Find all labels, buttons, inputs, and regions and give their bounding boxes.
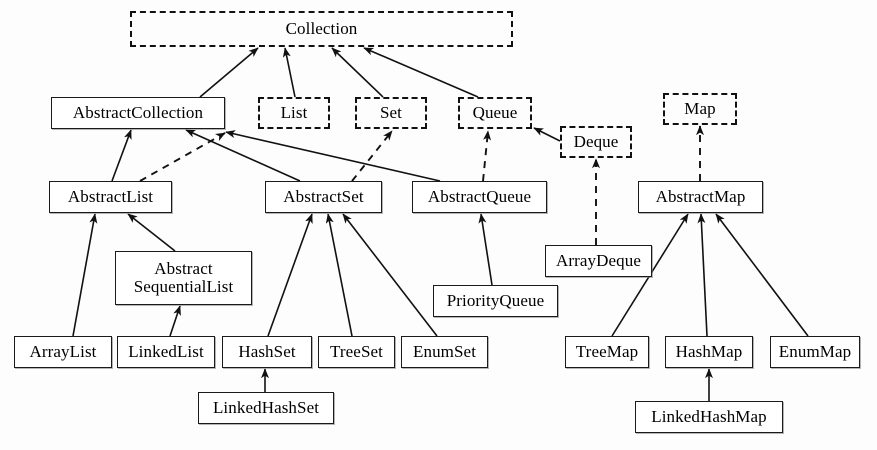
node-array-list[interactable]: ArrayList (14, 336, 112, 368)
node-label-hash-set: HashSet (238, 341, 296, 361)
node-label-abstract-queue: AbstractQueue (427, 186, 532, 206)
node-abstract-map[interactable]: AbstractMap (638, 181, 763, 213)
node-enum-map[interactable]: EnumMap (770, 336, 860, 368)
node-label-enum-set: EnumSet (412, 341, 477, 361)
node-label-queue: Queue (472, 102, 518, 122)
node-label-array-list: ArrayList (29, 341, 97, 361)
node-label-map: Map (684, 98, 716, 118)
node-abstract-queue[interactable]: AbstractQueue (412, 181, 547, 213)
node-tree-set[interactable]: TreeSet (318, 336, 395, 368)
node-linked-hash-map[interactable]: LinkedHashMap (635, 401, 783, 433)
node-list[interactable]: List (258, 97, 330, 129)
node-label-linked-list: LinkedList (128, 341, 204, 361)
node-label-enum-map: EnumMap (778, 341, 852, 361)
node-label-tree-set: TreeSet (330, 341, 383, 361)
node-set[interactable]: Set (355, 97, 427, 129)
node-label-deque: Deque (573, 131, 619, 151)
node-tree-map[interactable]: TreeMap (565, 336, 649, 368)
node-label-abstract-set: AbstractSet (283, 186, 364, 206)
node-label-hash-map: HashMap (675, 341, 743, 361)
node-label-tree-map: TreeMap (575, 341, 639, 361)
node-label-collection: Collection (285, 18, 358, 38)
node-map[interactable]: Map (663, 93, 737, 125)
node-label-list: List (280, 102, 308, 122)
node-abstract-set[interactable]: AbstractSet (265, 181, 382, 213)
node-abstract-sequential-list[interactable]: Abstract SequentialList (115, 251, 252, 305)
node-label-priority-queue: PriorityQueue (446, 290, 545, 310)
node-queue[interactable]: Queue (458, 97, 532, 129)
node-label-abstract-collection: AbstractCollection (72, 102, 204, 122)
node-abstract-list[interactable]: AbstractList (49, 181, 172, 213)
node-enum-set[interactable]: EnumSet (401, 336, 488, 368)
node-label-abstract-list: AbstractList (67, 186, 154, 206)
node-array-deque[interactable]: ArrayDeque (545, 245, 652, 277)
node-collection[interactable]: Collection (130, 11, 513, 47)
node-label-abstract-map: AbstractMap (655, 186, 746, 206)
node-label-set: Set (379, 102, 403, 122)
node-linked-list[interactable]: LinkedList (117, 336, 215, 368)
node-linked-hash-set[interactable]: LinkedHashSet (198, 392, 334, 424)
node-deque[interactable]: Deque (560, 126, 632, 158)
node-label-abstract-sequential-list: Abstract SequentialList (133, 258, 234, 296)
node-abstract-collection[interactable]: AbstractCollection (51, 97, 225, 129)
node-priority-queue[interactable]: PriorityQueue (433, 285, 558, 317)
node-label-linked-hash-set: LinkedHashSet (212, 397, 320, 417)
node-label-array-deque: ArrayDeque (555, 250, 641, 270)
node-label-linked-hash-map: LinkedHashMap (651, 406, 767, 426)
node-hash-set[interactable]: HashSet (222, 336, 312, 368)
node-hash-map[interactable]: HashMap (665, 336, 753, 368)
